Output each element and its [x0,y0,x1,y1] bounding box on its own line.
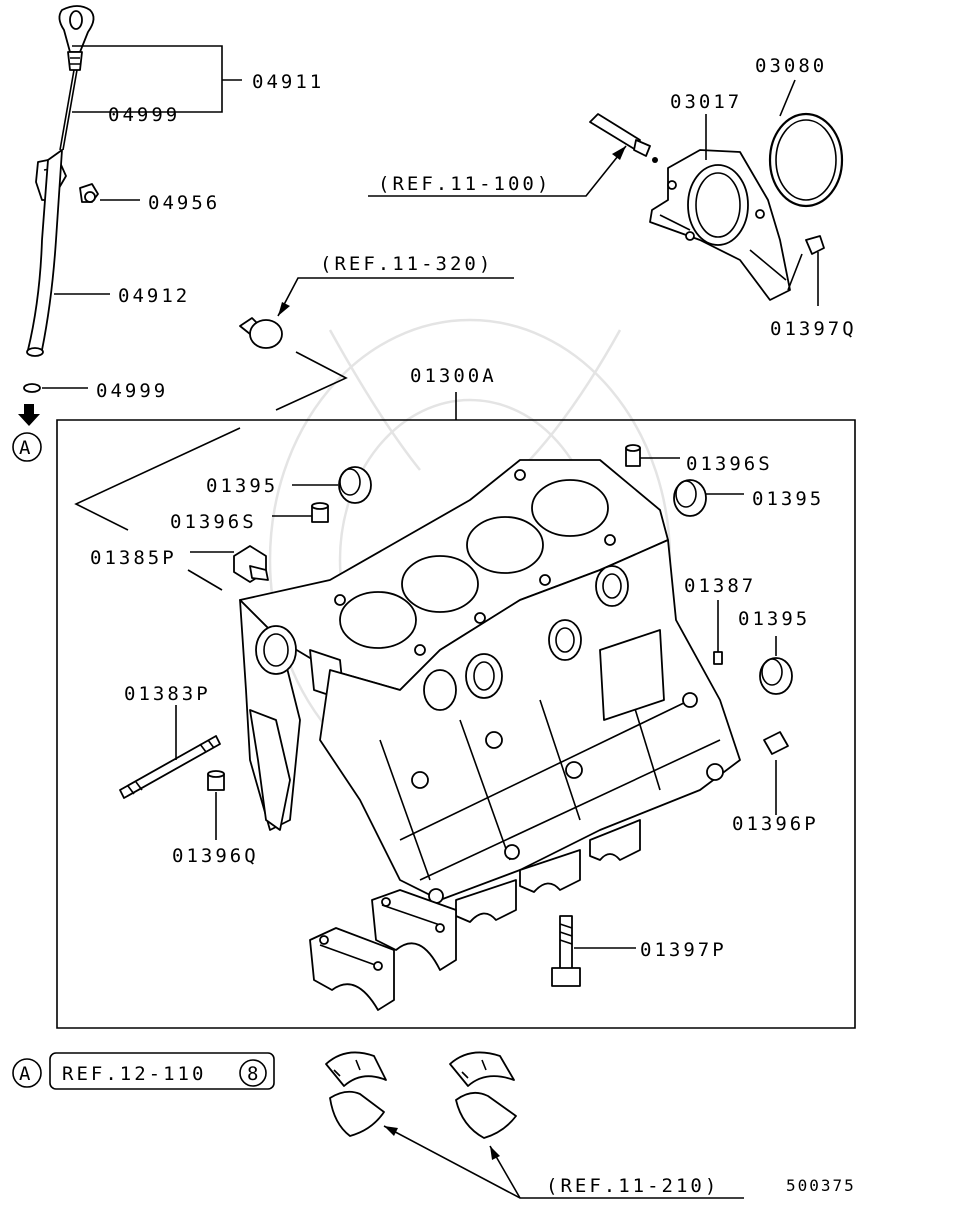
frame-label-01300a: 01300A [410,365,497,387]
part-label-01396q: 01396Q [172,845,259,867]
crankshaft-bearing-shells [325,1051,517,1139]
part-label-04912: 04912 [118,285,190,307]
oil-level-gauge-assembly [23,5,242,393]
ref-12-110-suffix: 8 [247,1063,258,1085]
part-label-01395-left: 01395 [206,475,278,497]
ref-12-110-label: REF.12-110 [62,1063,206,1085]
cylinder-block-small-parts [119,444,793,987]
part-label-01387: 01387 [684,575,756,597]
part-label-04999-top: 04999 [108,104,180,126]
part-label-04911: 04911 [252,71,324,93]
part-label-01385p: 01385P [90,547,177,569]
ref-11-100-callout [368,145,627,197]
part-label-01396p: 01396P [732,813,819,835]
rear-oil-seal-case [589,79,844,306]
part-label-01395-mid: 01395 [738,608,810,630]
svg-text:A: A [19,437,31,459]
part-label-04956: 04956 [148,192,220,214]
part-label-01383p: 01383P [124,683,211,705]
ref-11-320-label: (REF.11-320) [320,253,493,275]
drawing-number: 500375 [786,1176,856,1195]
part-label-01396s-left: 01396S [170,511,257,533]
ref-11-320-callout [239,277,514,349]
part-label-03017: 03017 [670,91,742,113]
ref-11-210-label: (REF.11-210) [546,1175,719,1197]
svg-text:A: A [19,1063,31,1085]
part-label-01397p: 01397P [640,939,727,961]
connector-a-bottom: A [12,1058,42,1088]
part-label-01395-right: 01395 [752,488,824,510]
cylinder-block-frame [56,351,856,1029]
part-label-04999-bottom: 04999 [96,380,168,402]
part-label-01397q: 01397Q [770,318,857,340]
ref-11-210-callout [383,1125,744,1199]
part-label-01396s-right: 01396S [686,453,773,475]
cylinder-block [239,459,741,923]
main-bearing-caps [309,889,457,1011]
ref-11-100-label: (REF.11-100) [378,173,551,195]
connector-a-top: A [12,404,42,462]
ref-12-110-box: REF.12-110 8 [49,1052,275,1090]
part-label-03080: 03080 [755,55,827,77]
